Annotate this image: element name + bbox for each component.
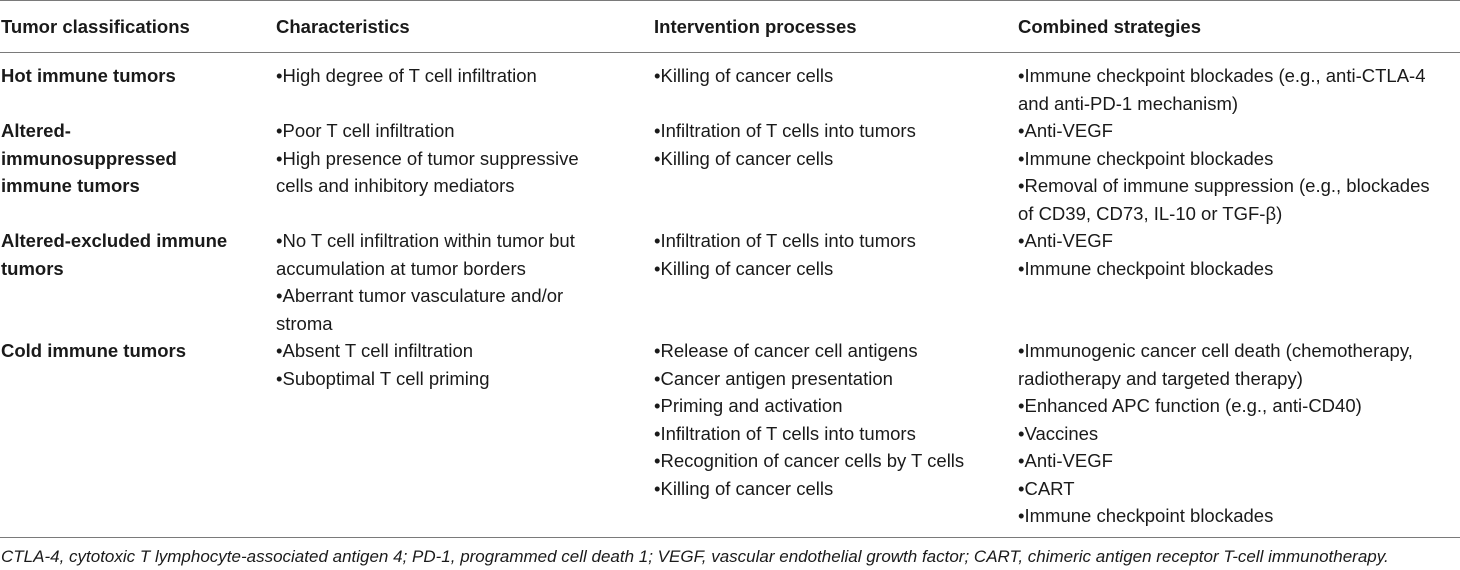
row-label-line: tumors	[1, 257, 64, 279]
characteristics-cell: •No T cell infiltration within tumor but…	[276, 227, 646, 337]
header-combined-strategies: Combined strategies	[1018, 16, 1201, 37]
table-footnote: CTLA-4, cytotoxic T lymphocyte-associate…	[1, 547, 1389, 566]
characteristic-line: cells and inhibitory mediators	[276, 175, 515, 196]
intervention-line: •Killing of cancer cells	[654, 65, 834, 86]
header-characteristics: Characteristics	[276, 16, 410, 37]
row-label: Altered- immunosuppressed immune tumors	[1, 117, 266, 200]
characteristics-cell: •Poor T cell infiltration •High presence…	[276, 117, 646, 200]
row-label-text: Hot immune tumors	[1, 65, 176, 86]
characteristic-line: •Suboptimal T cell priming	[276, 367, 490, 389]
intervention-line: •Infiltration of T cells into tumors	[654, 230, 916, 251]
characteristic-line: •Aberrant tumor vasculature and/or	[276, 285, 564, 306]
interventions-cell: •Killing of cancer cells	[654, 62, 1009, 90]
row-label-text: Cold immune tumors	[1, 340, 187, 361]
characteristic-line: •Poor T cell infiltration	[276, 120, 455, 141]
strategy-line: •Anti-VEGF	[1018, 120, 1113, 141]
strategy-line: •CART	[1018, 477, 1075, 499]
intervention-line: •Release of cancer cell antigens	[654, 340, 918, 361]
strategy-line: •Immune checkpoint blockades	[1018, 505, 1274, 526]
intervention-line: •Cancer antigen presentation	[654, 367, 893, 389]
characteristics-cell: •Absent T cell infiltration •Suboptimal …	[276, 337, 646, 392]
characteristic-line: •High presence of tumor suppressive	[276, 147, 579, 169]
row-label-line: Altered-excluded immune	[1, 230, 228, 251]
strategy-line: •Enhanced APC function (e.g., anti-CD40)	[1018, 395, 1362, 416]
intervention-line: •Killing of cancer cells	[654, 147, 834, 169]
strategy-line: •Removal of immune suppression (e.g., bl…	[1018, 175, 1430, 196]
interventions-cell: •Infiltration of T cells into tumors •Ki…	[654, 117, 1009, 172]
header-intervention-processes: Intervention processes	[654, 16, 857, 37]
strategies-cell: •Immune checkpoint blockades (e.g., anti…	[1018, 62, 1458, 117]
strategy-line: •Anti-VEGF	[1018, 230, 1113, 251]
row-label-line: immunosuppressed	[1, 147, 177, 169]
characteristic-line: •Absent T cell infiltration	[276, 340, 474, 361]
interventions-cell: •Infiltration of T cells into tumors •Ki…	[654, 227, 1009, 282]
strategy-line: •Immune checkpoint blockades (e.g., anti…	[1018, 65, 1426, 86]
intervention-line: •Killing of cancer cells	[654, 477, 834, 499]
intervention-line: •Infiltration of T cells into tumors	[654, 120, 916, 141]
row-label-line: Altered-	[1, 120, 71, 141]
strategy-line: of CD39, CD73, IL-10 or TGF-β)	[1018, 202, 1283, 224]
strategy-line: radiotherapy and targeted therapy)	[1018, 367, 1303, 389]
intervention-line: •Recognition of cancer cells by T cells	[654, 450, 965, 471]
table-header: Tumor classifications Characteristics In…	[0, 0, 1460, 52]
strategies-cell: •Anti-VEGF •Immune checkpoint blockades	[1018, 227, 1458, 282]
strategy-line: •Immune checkpoint blockades	[1018, 257, 1274, 279]
characteristic-line: •No T cell infiltration within tumor but	[276, 230, 575, 251]
strategy-line: •Vaccines	[1018, 422, 1099, 444]
row-label: Cold immune tumors	[1, 337, 266, 365]
interventions-cell: •Release of cancer cell antigens •Cancer…	[654, 337, 1009, 502]
strategy-line: •Immunogenic cancer cell death (chemothe…	[1018, 340, 1413, 361]
strategy-line: •Immune checkpoint blockades	[1018, 147, 1274, 169]
intervention-line: •Killing of cancer cells	[654, 257, 834, 279]
header-tumor-classifications: Tumor classifications	[1, 16, 190, 37]
characteristic-line: accumulation at tumor borders	[276, 257, 526, 279]
row-label: Hot immune tumors	[1, 62, 266, 90]
strategy-line: and anti-PD-1 mechanism)	[1018, 92, 1239, 114]
row-label: Altered-excluded immune tumors	[1, 227, 266, 282]
characteristic-line: •High degree of T cell infiltration	[276, 65, 537, 86]
strategies-cell: •Immunogenic cancer cell death (chemothe…	[1018, 337, 1458, 530]
strategy-line: •Anti-VEGF	[1018, 450, 1113, 471]
characteristic-line: stroma	[276, 312, 333, 334]
intervention-line: •Infiltration of T cells into tumors	[654, 422, 916, 444]
header-rule	[0, 52, 1460, 53]
table-bottom-rule	[0, 537, 1460, 538]
strategies-cell: •Anti-VEGF •Immune checkpoint blockades …	[1018, 117, 1458, 227]
characteristics-cell: •High degree of T cell infiltration	[276, 62, 646, 90]
intervention-line: •Priming and activation	[654, 395, 843, 416]
table-top-rule	[0, 0, 1460, 1]
row-label-line: immune tumors	[1, 175, 140, 196]
